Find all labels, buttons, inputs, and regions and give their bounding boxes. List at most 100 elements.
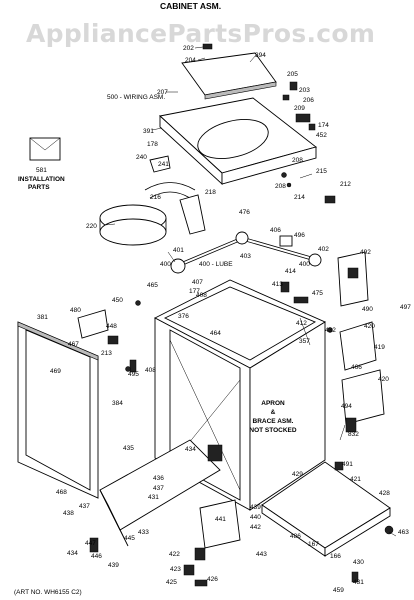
part-labels: 2022043942072052032062091744523911782402…: [37, 45, 411, 594]
part-480-shape: [77, 309, 109, 339]
part-400-right: [308, 253, 322, 267]
part-number-label: 381: [37, 314, 48, 321]
part-419-shape: [339, 321, 377, 371]
front-panel-top-strip: [17, 321, 99, 361]
panel-492-shape: [337, 251, 369, 307]
apron-note-line4: NOT STOCKED: [249, 427, 296, 434]
part-number-label: 240: [136, 154, 147, 161]
panel-492-detail: [347, 267, 359, 279]
apron-note-line3: BRACE ASM.: [253, 418, 294, 425]
part-203-shape: [282, 94, 290, 101]
part-number-label: 215: [316, 168, 327, 175]
part-208b-shape: [286, 182, 292, 188]
part-number-label: 443: [256, 551, 267, 558]
part-number-label: 202: [183, 45, 194, 52]
part-number-label: 394: [255, 52, 266, 59]
part-number-label: 420: [364, 323, 375, 330]
part-number-label: 452: [316, 132, 327, 139]
part-450-dot: [135, 300, 141, 306]
part-465-dot: [125, 366, 131, 372]
part-number-label: 448: [106, 323, 117, 330]
part-number-label: 437: [79, 503, 90, 510]
service-card-line2: PARTS: [28, 184, 50, 191]
part-number-label: 465: [147, 282, 158, 289]
part-number-label: 832: [348, 431, 359, 438]
cabinet-top-assembly: [29, 43, 336, 246]
part-422-shape: [194, 547, 206, 561]
part-number-label: 213: [101, 350, 112, 357]
part-216-shape: [179, 194, 206, 235]
part-number-label: 492: [360, 249, 371, 256]
part-number-label: 425: [166, 579, 177, 586]
part-number-label: 459: [333, 587, 344, 594]
part-357-line: [299, 317, 311, 346]
part-number-label: 434: [185, 446, 196, 453]
part-403-center: [235, 231, 249, 245]
base-421-side: [324, 507, 391, 557]
part-number-label: 439: [108, 562, 119, 569]
part-number-label: 421: [350, 476, 361, 483]
part-number-label: 431: [353, 579, 364, 586]
part-413-shape: [280, 281, 290, 293]
top-cover-side: [221, 146, 317, 185]
diagram-title: CABINET ASM.: [160, 1, 221, 11]
part-208-shape: [281, 172, 287, 178]
part-number-label: 466: [351, 364, 362, 371]
part-number-label: 486: [290, 533, 301, 540]
cabinet-right-face: [249, 321, 326, 511]
part-number-label: 426: [207, 576, 218, 583]
apron-note-line1: APRON: [261, 400, 285, 407]
part-number-label: 419: [374, 344, 385, 351]
part-number-label: 391: [143, 128, 154, 135]
brace-diag-1: [169, 339, 241, 491]
part-number-label: 480: [70, 307, 81, 314]
part-number-label: 437: [153, 485, 164, 492]
part-202-shape: [202, 43, 213, 50]
part-number-label: 414: [285, 268, 296, 275]
part-number-label: 446: [91, 553, 102, 560]
part-408-shape: [129, 359, 137, 373]
part-number-label: 403: [240, 253, 251, 260]
part-number-label: 495: [128, 371, 139, 378]
motor-base-assembly: [89, 439, 394, 587]
part-number-label: 436: [153, 475, 164, 482]
part-number-label: 497: [400, 304, 411, 311]
part-number-label: 178: [147, 141, 158, 148]
part-452-shape: [295, 113, 311, 123]
apron-note-line2: &: [271, 409, 276, 416]
part-number-label: 400: [299, 261, 310, 268]
part-number-label: 402: [318, 246, 329, 253]
part-number-label: 447: [85, 540, 96, 547]
part-441-shape: [199, 499, 241, 549]
part-number-label: 441: [215, 516, 226, 523]
part-number-label: 208: [275, 183, 286, 190]
part-number-label: 445: [124, 535, 135, 542]
front-panel-inner: [25, 329, 91, 491]
watermark: AppliancePartsPros.com: [26, 19, 375, 48]
part-number-label: 204: [185, 57, 196, 64]
part-434-bottom-shape: [89, 537, 99, 553]
part-174-shape: [308, 123, 316, 131]
lube-note: 400 - LUBE: [199, 261, 233, 268]
part-number-label: 428: [379, 490, 390, 497]
front-panel-assembly: [17, 300, 141, 499]
part-number-label: 496: [294, 232, 305, 239]
part-number-label: 208: [292, 157, 303, 164]
part-number-label: 468: [56, 489, 67, 496]
part-number-label: 177: [189, 288, 200, 295]
part-number-label: 166: [330, 553, 341, 560]
part-number-label: 420: [378, 376, 389, 383]
art-number: (ART NO. WH6155 C2): [14, 589, 82, 596]
part-218-spring: [144, 182, 196, 191]
part-number-label: 432: [325, 327, 336, 334]
part-number-label: 376: [178, 313, 189, 320]
part-number-label: 422: [169, 551, 180, 558]
part-number-label: 438: [63, 510, 74, 517]
part-number-label: 214: [294, 194, 305, 201]
service-card-line1: INSTALLATION: [18, 176, 65, 183]
part-number-label: 494: [341, 403, 352, 410]
part-463-shape: [384, 525, 394, 535]
right-side-parts: [327, 321, 385, 433]
cabinet-body: [154, 279, 391, 557]
